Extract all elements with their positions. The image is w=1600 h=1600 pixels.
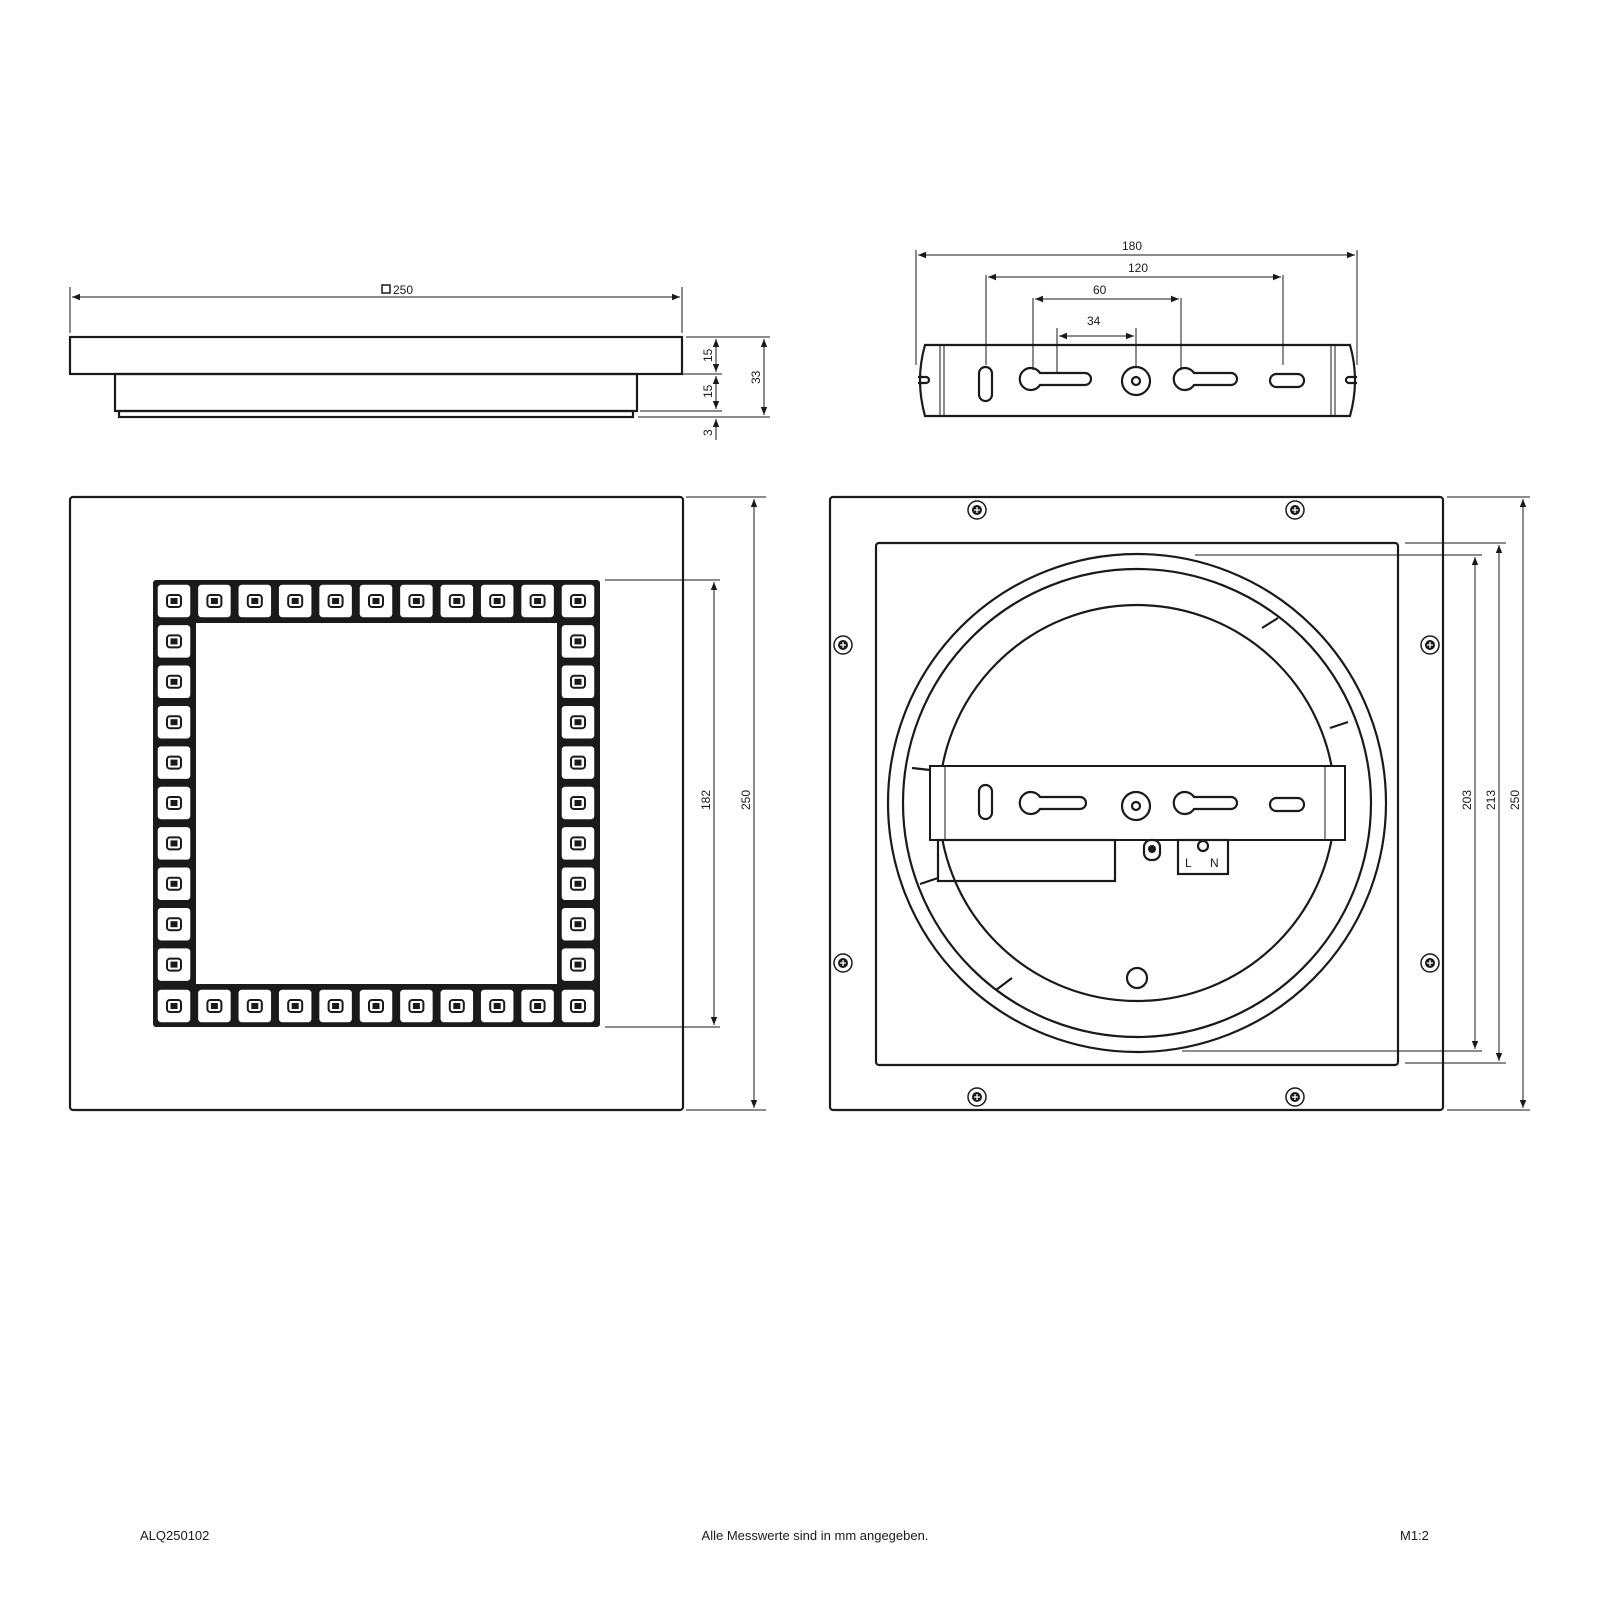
led — [560, 946, 596, 983]
article-number: ALQ250102 — [140, 1528, 209, 1543]
led — [156, 988, 192, 1024]
dim-250-label: 250 — [739, 790, 753, 810]
led — [560, 664, 596, 700]
led — [479, 583, 515, 619]
dim-60-label: 60 — [1093, 283, 1107, 297]
led — [398, 583, 435, 619]
dim-250-back-label: 250 — [1508, 790, 1522, 810]
led — [479, 988, 515, 1024]
led — [358, 583, 394, 619]
led — [439, 583, 475, 619]
led — [317, 988, 354, 1024]
bracket-view: 180 120 60 34 — [915, 239, 1358, 418]
led — [560, 623, 596, 660]
slot-hole — [1268, 372, 1306, 389]
width-label: 250 — [393, 283, 413, 297]
led — [156, 906, 192, 942]
screw-icon — [1420, 635, 1440, 655]
led-array — [156, 583, 596, 1024]
mounting-bracket — [918, 343, 1357, 418]
screw-icon — [1420, 953, 1440, 973]
dim-top-label: 15 — [701, 348, 715, 362]
dim-213-label: 213 — [1484, 790, 1498, 810]
front-view: 182 250 — [68, 495, 766, 1112]
led — [439, 988, 475, 1024]
led — [156, 825, 192, 862]
back-frame — [828, 495, 1445, 1112]
led — [156, 704, 192, 740]
led — [560, 744, 596, 781]
dim-total-label: 33 — [749, 370, 763, 384]
led — [560, 988, 596, 1024]
dim-34-label: 34 — [1087, 314, 1101, 328]
led — [560, 825, 596, 862]
led — [156, 744, 192, 781]
led — [196, 583, 233, 619]
led — [156, 946, 192, 983]
led — [317, 583, 354, 619]
screw-icon — [833, 635, 853, 655]
led — [156, 866, 192, 902]
outer-ring — [886, 552, 1388, 1054]
screw-icon — [967, 1087, 987, 1107]
led — [519, 583, 556, 619]
dim-182-label: 182 — [699, 790, 713, 810]
slot-hole — [977, 365, 994, 403]
led — [277, 988, 313, 1024]
keyhole-slot — [1018, 366, 1093, 392]
center-hole — [1120, 365, 1152, 397]
led — [560, 704, 596, 740]
led — [560, 866, 596, 902]
dim-180-label: 180 — [1122, 239, 1142, 253]
terminal-n-label: N — [1210, 856, 1219, 870]
led — [237, 988, 273, 1024]
led — [358, 988, 394, 1024]
back-view: L N 203 213 250 — [828, 495, 1530, 1112]
dim-120-label: 120 — [1128, 261, 1148, 275]
screw-icon — [1285, 500, 1305, 520]
screw-icon — [1285, 1087, 1305, 1107]
led — [277, 583, 313, 619]
side-frame — [68, 335, 684, 376]
led — [156, 583, 192, 619]
side-diffuser — [117, 409, 635, 419]
back-panel — [874, 541, 1400, 1067]
keyhole-slot — [1172, 366, 1239, 392]
led — [560, 583, 596, 619]
driver-box — [936, 838, 1117, 883]
led — [398, 988, 435, 1024]
screws — [833, 500, 1440, 1107]
led — [156, 664, 192, 700]
led — [237, 583, 273, 619]
cable-hole — [1125, 966, 1149, 990]
terminal-l-label: L — [1185, 856, 1192, 870]
side-body — [113, 372, 639, 413]
screw-icon — [967, 500, 987, 520]
led — [519, 988, 556, 1024]
dim-mid-label: 15 — [701, 384, 715, 398]
screw-icon — [833, 953, 853, 973]
dim-bottom-label: 3 — [701, 429, 715, 436]
led — [196, 988, 233, 1024]
units-note: Alle Messwerte sind in mm angegeben. — [702, 1528, 929, 1543]
led — [560, 785, 596, 821]
front-frame — [68, 495, 685, 1112]
led — [156, 785, 192, 821]
square-symbol-icon — [381, 284, 391, 294]
led — [560, 906, 596, 942]
side-view: 250 15 15 3 33 — [68, 283, 770, 440]
dim-203-label: 203 — [1460, 790, 1474, 810]
scale-label: M1:2 — [1400, 1528, 1429, 1543]
led — [156, 623, 192, 660]
